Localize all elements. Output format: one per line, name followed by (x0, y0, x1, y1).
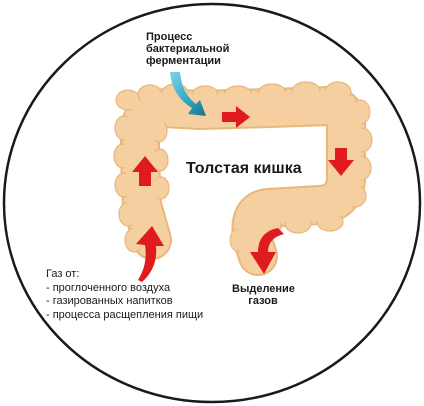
gas-sources-list: Газ от: - проглоченного воздуха - газиро… (46, 268, 203, 322)
fermentation-label-line: ферментации (146, 55, 221, 67)
gas-release-label-line: газов (248, 295, 278, 307)
gas-release-label-line: Выделение (232, 283, 295, 295)
fermentation-label-line: Процесс (146, 31, 193, 43)
gas-release-label: Выделение газов (232, 283, 295, 307)
fermentation-label-line: бактериальной (146, 43, 230, 55)
red-arrow-icon (222, 106, 250, 128)
fermentation-label: Процесс бактериальной ферментации (146, 31, 229, 67)
curved-teal-arrow-icon (170, 72, 206, 116)
red-arrow-icon (250, 228, 284, 274)
red-arrow-icon (132, 156, 158, 186)
gas-source-item: - проглоченного воздуха (46, 281, 171, 294)
colon-label: Толстая кишка (186, 160, 302, 177)
gas-source-item: - газированных напитков (46, 295, 173, 307)
red-arrow-icon (136, 226, 164, 282)
gas-source-item: - процесса расщепления пищи (46, 308, 204, 321)
gas-sources-title: Газ от: (46, 268, 80, 280)
red-arrow-icon (328, 148, 354, 176)
